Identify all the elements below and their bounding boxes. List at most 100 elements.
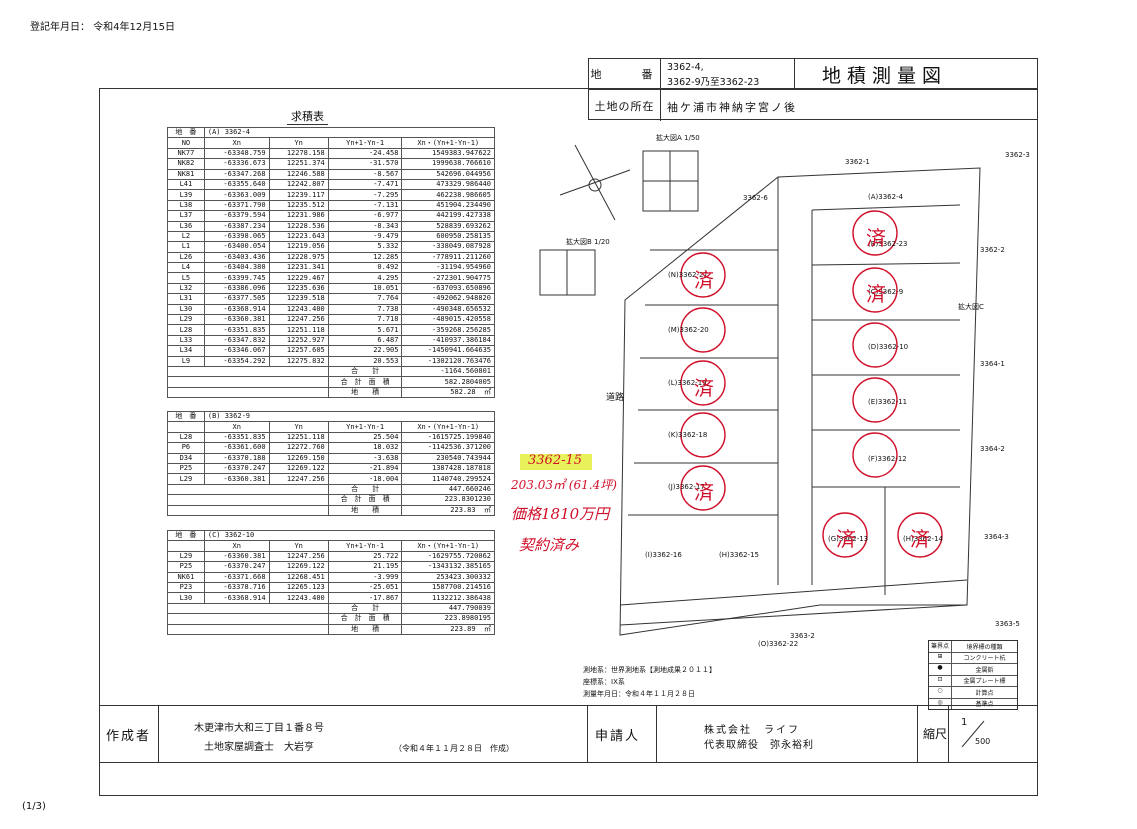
table-cell: 5.671 (327, 324, 403, 336)
location-label: 土地の所在 (589, 90, 661, 121)
table-cell: 22.905 (327, 345, 403, 357)
table-cell: -63351.835 (203, 431, 270, 444)
lot-label: (C)3362-9 (868, 288, 904, 296)
lot-label: (D)3362-10 (868, 343, 909, 351)
col-header: Yn+1-Yn-1 (327, 421, 403, 433)
handwritten-lot: 3362-15 (528, 453, 583, 468)
table-cell: -31.570 (327, 158, 403, 170)
chiban-value: (B) 3362-9 (203, 410, 496, 423)
chiban-value: (A) 3362-4 (203, 126, 496, 139)
total-area-value: 223.8301230 (401, 494, 495, 506)
table-cell: -492062.948820 (401, 293, 495, 305)
table-cell: -18.004 (327, 473, 403, 485)
approval-stamp: 済 (866, 226, 886, 250)
table-cell: -63360.381 (203, 550, 270, 563)
table-cell: NK81 (167, 168, 205, 180)
created-date: （令和４年１１月２８日 作成） (394, 744, 514, 753)
table-cell: -24.458 (327, 147, 403, 160)
chiban-line1: 3362-4, (667, 62, 704, 73)
table-cell: -63399.745 (203, 272, 270, 284)
table-cell: -63354.292 (203, 355, 270, 368)
legend-header: 境界標の種類 (966, 643, 1003, 651)
applicant-label: 申請人 (595, 729, 641, 744)
lot-label: (I)3362-16 (645, 551, 682, 559)
table-cell: 12228.975 (268, 251, 329, 264)
table-cell: -338049.087928 (401, 241, 495, 253)
table-cell: -489015.420558 (401, 314, 495, 326)
handwritten-area: 203.03㎡ (61.4坪) (511, 478, 617, 492)
area-table-a: 地 番(A) 3362-4 NO Xn Yn Yn+1-Yn-1 Xn・(Yn+… (167, 126, 496, 399)
area-label: 地 積 (327, 386, 403, 399)
table-cell: 12235.636 (268, 282, 329, 295)
area-label: 地 積 (327, 623, 403, 635)
area-unit: ㎡ (484, 505, 491, 514)
table-cell: 12247.256 (268, 473, 329, 485)
table-cell: L28 (167, 431, 205, 444)
table-cell: -3.638 (327, 452, 403, 464)
table-cell: 1549383.947622 (401, 147, 495, 160)
table-cell: L29 (167, 473, 205, 485)
approval-stamp: 済 (694, 268, 714, 292)
table-cell: 12269.122 (268, 462, 329, 475)
table-cell: L41 (167, 178, 205, 191)
area-unit: ㎡ (484, 624, 491, 633)
col-header: Yn (268, 137, 329, 149)
table-cell: 25.504 (327, 431, 403, 444)
table-cell: -6.977 (327, 210, 403, 222)
table-cell: L34 (167, 345, 205, 357)
table-cell: 12272.760 (268, 442, 329, 454)
handwritten-price: 価格1810万円 (511, 505, 610, 523)
table-cell: 12242.807 (268, 178, 329, 191)
lot-label: (K)3362-18 (668, 431, 708, 439)
table-cell: 12265.123 (268, 581, 329, 594)
neighbor-lot: 3362-6 (743, 194, 768, 202)
legend-text: 基準点 (975, 701, 994, 709)
highlight (520, 454, 592, 470)
table-cell: L26 (167, 251, 205, 264)
table-cell: 4.295 (327, 272, 403, 284)
table-cell: -63387.234 (203, 220, 270, 232)
col-header: Xn (203, 137, 270, 149)
table-cell: -63370.247 (203, 561, 270, 573)
table-cell: -63379.594 (203, 210, 270, 222)
neighbor-lot: 3362-2 (980, 246, 1005, 254)
footer: 作成者 木更津市大和三丁目１番８号 土地家屋調査士 大岩亨 （令和４年１１月２８… (99, 705, 1038, 796)
table-cell: 20.553 (327, 355, 403, 368)
table-cell: 7.738 (327, 303, 403, 316)
total-area-value: 223.8980195 (401, 613, 495, 625)
table-cell: 12219.056 (268, 241, 329, 253)
table-cell: 6.487 (327, 334, 403, 347)
calc-point-icon: ○ (929, 687, 952, 698)
table-cell: 10.051 (327, 282, 403, 295)
sum-value: 447.660246 (401, 483, 495, 496)
table-cell: -63348.759 (203, 147, 270, 160)
col-header: Xn (203, 421, 270, 433)
table-cell: L36 (167, 220, 205, 232)
survey-date-note: 測量年月日：令和４年１１月２８日 (583, 690, 695, 698)
table-cell: P25 (167, 462, 205, 475)
lot-label: (G)3362-13 (828, 535, 869, 543)
table-cell: 12278.158 (268, 147, 329, 160)
table-cell: -63360.381 (203, 473, 270, 485)
company-name: 株式会社 ライフ (704, 725, 800, 736)
lot-label: (L)3362-19 (668, 379, 707, 387)
road-label: 道路 (606, 393, 625, 403)
handwritten-status: 契約済み (519, 536, 580, 554)
lot-label: (E)3362-11 (868, 398, 908, 406)
table-cell: L37 (167, 210, 205, 222)
table-cell: -63347.832 (203, 334, 270, 347)
table-cell: -63368.914 (203, 303, 270, 316)
lot-label: (H)3362-14 (903, 535, 943, 543)
table-cell: -272301.904775 (401, 272, 495, 284)
neighbor-lot: 3364-1 (980, 360, 1005, 368)
table-cell: -63351.835 (203, 324, 270, 336)
